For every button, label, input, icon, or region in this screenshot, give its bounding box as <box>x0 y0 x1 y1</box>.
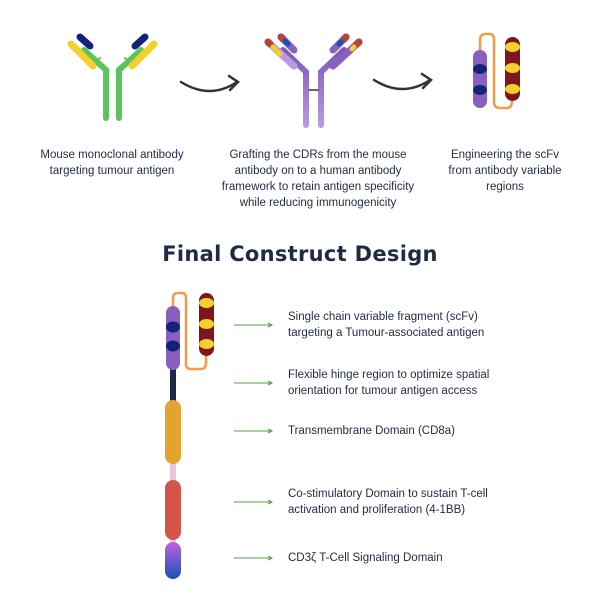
pointer-arrow-icon <box>234 428 274 434</box>
scfv-icon <box>473 32 520 110</box>
label-line: Single chain variable fragment (scFv) <box>288 311 478 323</box>
label-line: Transmembrane Domain (CD8a) <box>288 425 456 437</box>
caption-line: from antibody variable <box>448 165 562 177</box>
label-line: Co-stimulatory Domain to sustain T-cell <box>288 488 488 500</box>
step-caption-scfv: Engineering the scFv from antibody varia… <box>435 147 575 195</box>
arrow-icon <box>372 72 433 91</box>
label-costimulatory: Co-stimulatory Domain to sustain T-cell … <box>288 486 488 518</box>
pointer-arrows <box>234 322 274 561</box>
caption-line: regions <box>486 181 524 193</box>
label-scfv: Single chain variable fragment (scFv) ta… <box>288 309 484 341</box>
label-line: activation and proliferation (4-1BB) <box>288 504 466 516</box>
label-hinge: Flexible hinge region to optimize spatia… <box>288 367 489 399</box>
caption-line: antibody on to a human antibody <box>234 165 402 177</box>
label-transmembrane: Transmembrane Domain (CD8a) <box>288 423 455 439</box>
pointer-arrow-icon <box>234 555 274 561</box>
pointer-arrow-icon <box>234 380 274 386</box>
caption-line: Grafting the CDRs from the mouse <box>229 149 407 161</box>
caption-line: while reducing immunogenicity <box>239 197 397 209</box>
caption-line: targeting tumour antigen <box>49 165 175 177</box>
label-line: orientation for tumour antigen access <box>288 385 478 397</box>
caption-line: Mouse monoclonal antibody <box>40 149 184 161</box>
step-caption-grafting: Grafting the CDRs from the mouse antibod… <box>218 147 418 211</box>
caption-line: framework to retain antigen specificity <box>221 181 415 193</box>
mouse-antibody-icon <box>67 33 158 121</box>
section-title: Final Construct Design <box>162 242 438 266</box>
step-caption-mouse: Mouse monoclonal antibody targeting tumo… <box>32 147 192 179</box>
label-line: CD3ζ T-Cell Signaling Domain <box>288 552 443 564</box>
car-construct-icon <box>165 291 214 579</box>
label-line: Flexible hinge region to optimize spatia… <box>288 369 490 381</box>
label-line: targeting a Tumour-associated antigen <box>288 327 485 339</box>
arrow-icon <box>179 74 240 93</box>
humanized-antibody-icon <box>264 33 363 128</box>
label-cd3z: CD3ζ T-Cell Signaling Domain <box>288 550 443 566</box>
pointer-arrow-icon <box>234 322 274 328</box>
caption-line: Engineering the scFv <box>450 149 560 161</box>
pointer-arrow-icon <box>234 499 274 505</box>
